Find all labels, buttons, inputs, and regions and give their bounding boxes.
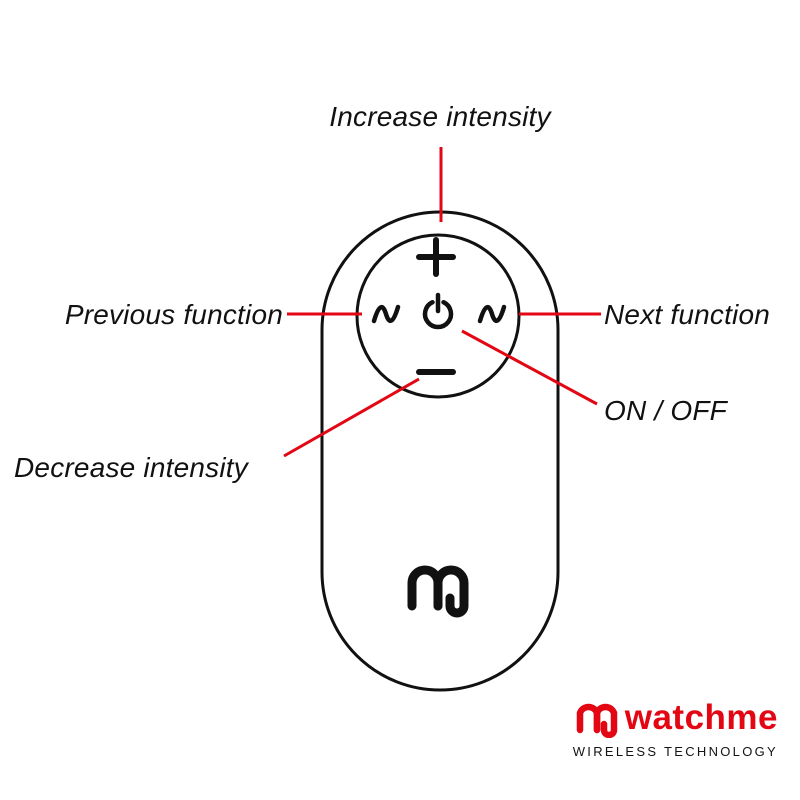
label-previous-function: Previous function [64,299,283,330]
label-next-function: Next function [604,299,771,330]
label-decrease-intensity: Decrease intensity [14,452,248,483]
label-increase-intensity: Increase intensity [329,101,551,132]
wave-left-icon [371,304,401,324]
brand-tagline: WIRELESS TECHNOLOGY [572,744,778,759]
connector-decrease [283,377,420,458]
control-pad-circle [355,233,521,399]
remote-body-outline [320,210,560,692]
connector-onoff [461,329,598,406]
plus-icon [416,237,456,277]
wave-right-icon [477,304,507,324]
device-logo-mark [407,565,469,618]
power-icon [422,292,454,330]
label-on-off: ON / OFF [604,395,727,426]
brand-block: watchme WIRELESS TECHNOLOGY [572,696,778,760]
brand-logo-icon [576,703,617,738]
brand-name: watchme [624,697,778,737]
